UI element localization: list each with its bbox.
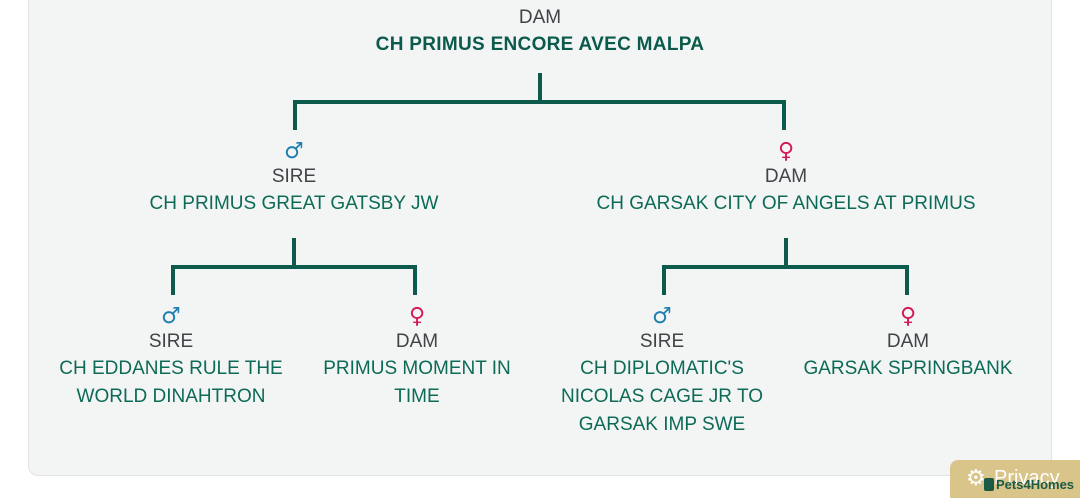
male-icon: ♂ [161,304,181,329]
female-icon: ♀ [899,304,917,329]
name-line: NICOLAS CAGE JR TO [560,386,763,407]
pedigree-dam-sire-node: ♂ SIRE CH DIPLOMATIC'S NICOLAS CAGE JR T… [552,305,772,439]
root-dog-name[interactable]: CH PRIMUS ENCORE AVEC MALPA [375,34,705,55]
dam-role-label: DAM [764,166,808,187]
female-icon: ♀ [777,139,795,164]
name-line: TIME [394,386,440,407]
name-line: GARSAK IMP SWE [578,414,746,435]
pedigree-dam-dam-node: ♀ DAM GARSAK SPRINGBANK [798,305,1018,383]
name-line: PRIMUS MOMENT IN [323,358,511,379]
male-icon: ♂ [652,304,672,329]
pedigree-sire-sire-node: ♂ SIRE CH EDDANES RULE THE WORLD DINAHTR… [51,305,291,411]
pedigree-sire-node: ♂ SIRE CH PRIMUS GREAT GATSBY JW [114,140,474,218]
sire-dam-dog-name[interactable]: PRIMUS MOMENT IN TIME [307,355,527,411]
gear-icon: ⚙ [966,466,986,491]
dam-sire-role-label: SIRE [639,331,685,352]
name-line: CH EDDANES RULE THE [59,358,283,379]
dam-dam-dog-name[interactable]: GARSAK SPRINGBANK [803,358,1013,379]
male-icon: ♂ [284,139,304,164]
name-line: CH DIPLOMATIC'S [580,358,744,379]
name-line: WORLD DINAHTRON [76,386,266,407]
root-role-label: DAM [518,7,562,28]
privacy-settings-button[interactable]: ⚙ Privacy Pets4Homes [950,460,1080,498]
pedigree-sire-dam-node: ♀ DAM PRIMUS MOMENT IN TIME [307,305,527,411]
sire-dog-name[interactable]: CH PRIMUS GREAT GATSBY JW [149,193,439,214]
sire-sire-role-label: SIRE [148,331,194,352]
dam-dog-name[interactable]: CH GARSAK CITY OF ANGELS AT PRIMUS [596,193,976,214]
pedigree-dam-node: ♀ DAM CH GARSAK CITY OF ANGELS AT PRIMUS [576,140,996,218]
sire-dam-role-label: DAM [395,331,439,352]
female-icon: ♀ [408,304,426,329]
privacy-label: Privacy [994,467,1060,489]
sire-sire-dog-name[interactable]: CH EDDANES RULE THE WORLD DINAHTRON [51,355,291,411]
pedigree-root-node: DAM CH PRIMUS ENCORE AVEC MALPA [340,5,740,59]
sire-role-label: SIRE [271,166,317,187]
dam-dam-role-label: DAM [886,331,930,352]
dam-sire-dog-name[interactable]: CH DIPLOMATIC'S NICOLAS CAGE JR TO GARSA… [552,355,772,439]
pets4homes-logo-text: Pets4Homes [996,477,1075,492]
pets4homes-logo-mark [984,478,994,491]
